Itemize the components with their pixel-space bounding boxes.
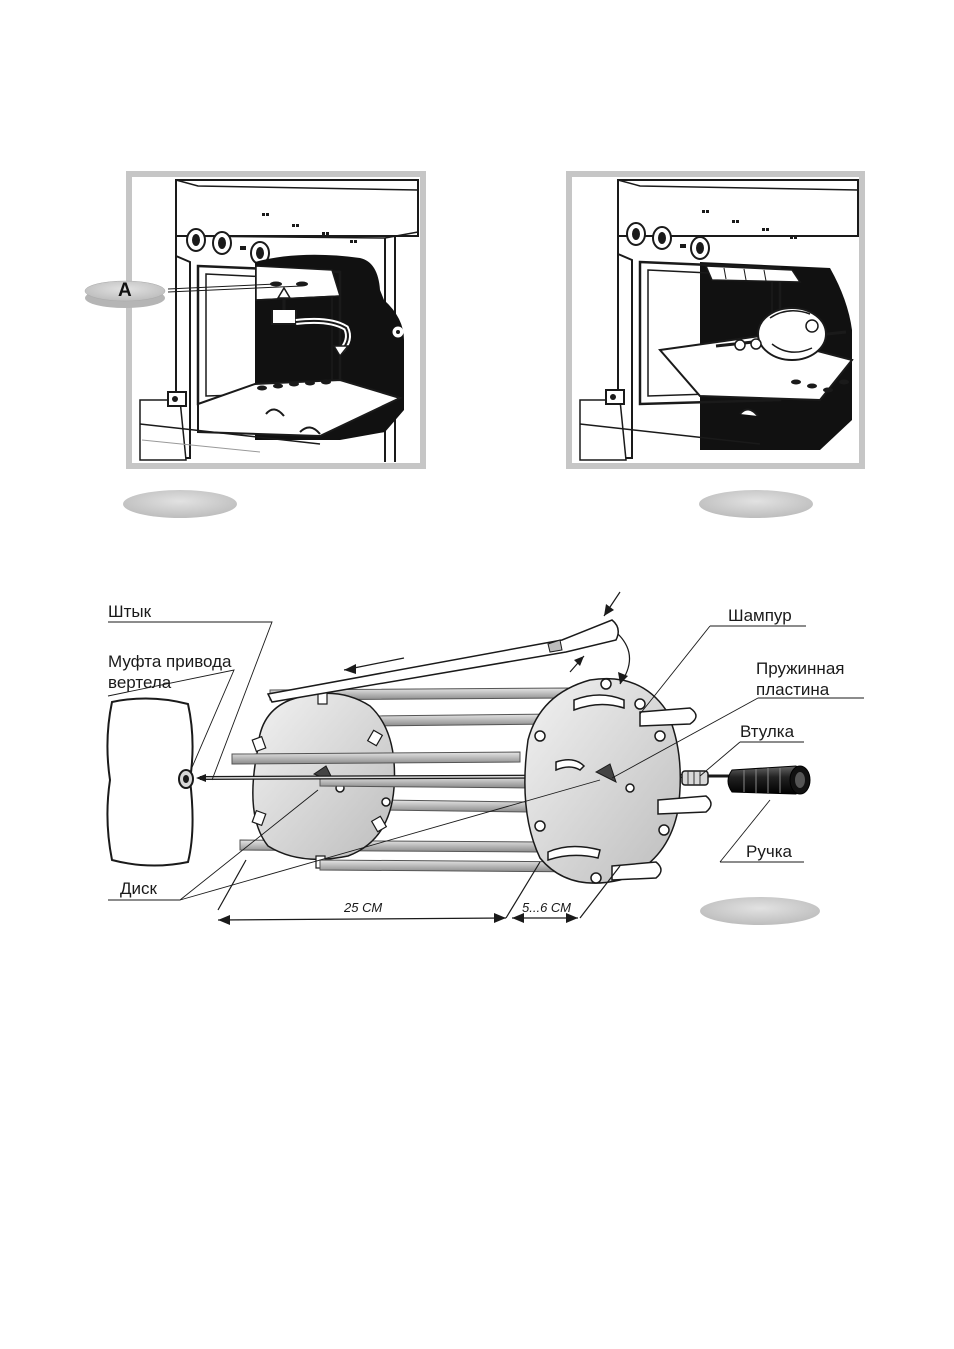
figure-a-badge xyxy=(123,490,237,518)
label-mufta-line1: Муфта привода xyxy=(108,652,232,672)
label-vtulka: Втулка xyxy=(740,722,794,742)
label-disk: Диск xyxy=(120,879,157,899)
label-plastina-line2: пластина xyxy=(756,680,829,700)
figure-c-rotisserie-assembly xyxy=(107,592,864,925)
callout-a-label: A xyxy=(118,280,132,302)
label-plastina-line1: Пружинная xyxy=(756,659,844,679)
label-mufta-line2: вертела xyxy=(108,673,171,693)
figure-b-oven-with-spit xyxy=(569,174,862,466)
dimension-offset: 5...6 СМ xyxy=(522,900,571,915)
figure-b-badge xyxy=(699,490,813,518)
label-shtyk: Штык xyxy=(108,602,151,622)
label-shampur: Шампур xyxy=(728,606,792,626)
label-ruchka: Ручка xyxy=(746,842,792,862)
figure-a-oven-spit-socket xyxy=(85,174,423,466)
dimension-length: 25 СМ xyxy=(344,900,382,915)
